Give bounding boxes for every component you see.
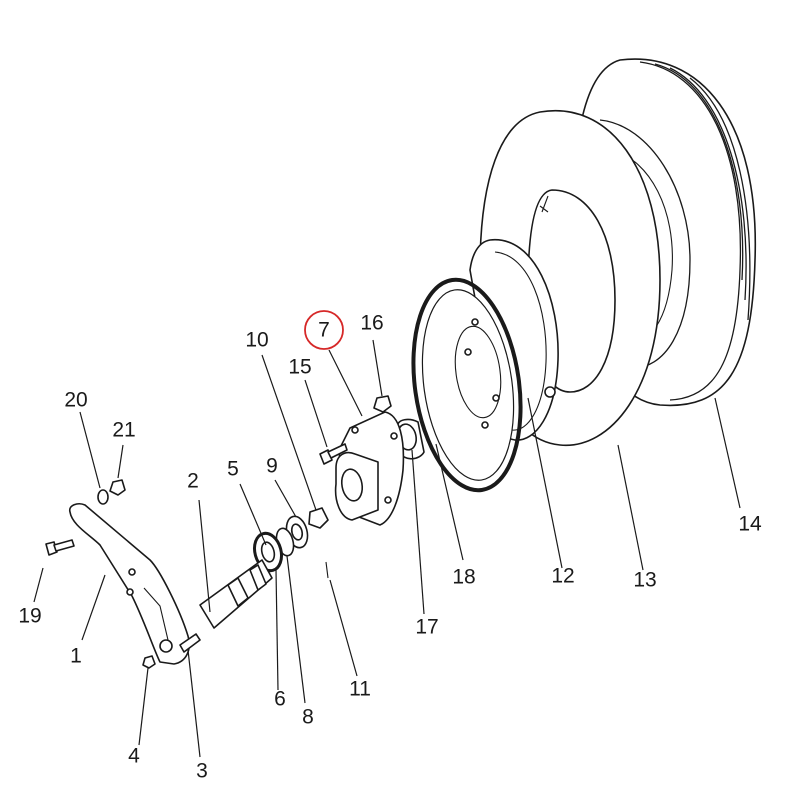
callout-21[interactable]: 21 (112, 419, 135, 442)
leader-lines (33, 339, 741, 758)
callout-8[interactable]: 8 (302, 706, 314, 729)
callout-4[interactable]: 4 (128, 745, 140, 768)
callout-12[interactable]: 12 (551, 565, 574, 588)
part-arm-nut[interactable] (109, 479, 126, 496)
callout-20[interactable]: 20 (64, 389, 87, 412)
callout-14[interactable]: 14 (738, 513, 762, 536)
callout-6[interactable]: 6 (274, 688, 286, 711)
part-arm-bolt[interactable] (45, 539, 75, 556)
callout-15[interactable]: 15 (288, 356, 311, 379)
part-hub-nut[interactable] (373, 395, 392, 413)
callout-5[interactable]: 5 (227, 458, 239, 481)
callout-1[interactable]: 1 (70, 645, 82, 668)
callout-3[interactable]: 3 (196, 760, 208, 783)
callout-11[interactable]: 11 (349, 678, 371, 701)
part-bolt[interactable] (319, 443, 348, 465)
callout-16[interactable]: 16 (360, 312, 383, 335)
part-spindle[interactable] (199, 559, 273, 629)
part-pin[interactable] (179, 633, 201, 653)
callout-17[interactable]: 17 (415, 616, 438, 639)
callout-7[interactable]: 7 (318, 319, 330, 342)
callout-labels: 1 2 3 4 5 6 7 8 9 10 11 12 13 14 15 16 1… (18, 312, 762, 783)
callout-2[interactable]: 2 (187, 470, 199, 493)
callout-10[interactable]: 10 (245, 329, 268, 352)
part-arm[interactable] (68, 503, 190, 665)
part-cotter-pin[interactable] (325, 561, 329, 579)
callout-9[interactable]: 9 (266, 455, 278, 478)
callout-18[interactable]: 18 (452, 566, 475, 589)
part-hub[interactable] (334, 411, 405, 526)
part-castle-nut[interactable] (308, 507, 329, 529)
callout-19[interactable]: 19 (18, 605, 41, 628)
part-small-nut[interactable] (142, 655, 156, 669)
part-washer[interactable] (97, 489, 109, 505)
highlight-circle (304, 310, 344, 350)
part-rim-ring[interactable] (401, 273, 533, 497)
callout-13[interactable]: 13 (633, 569, 656, 592)
